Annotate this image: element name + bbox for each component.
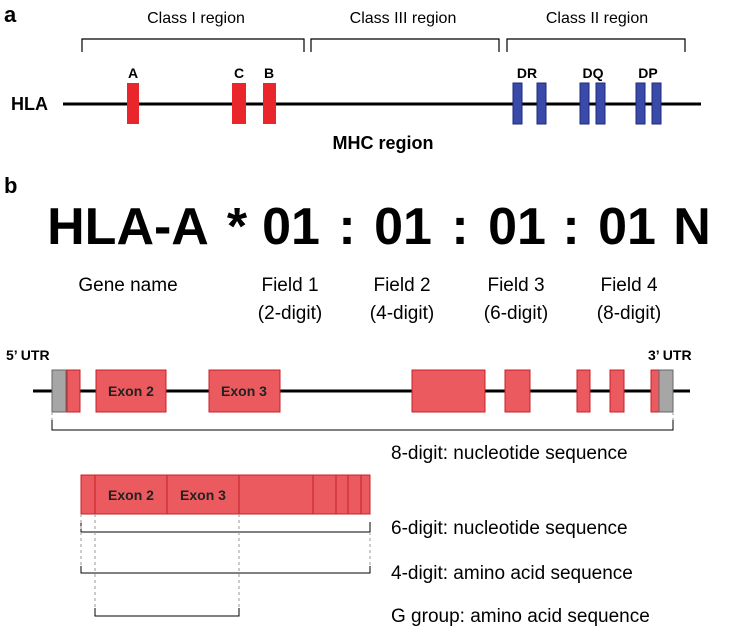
digit6-bracket	[80, 522, 371, 533]
cds-exon-2-label: Exon 2	[108, 487, 154, 503]
cds-bar	[80, 474, 371, 515]
exon-2-label: Exon 2	[108, 383, 154, 399]
field1-sub: (2-digit)	[258, 303, 322, 324]
digit4-bracket	[80, 566, 371, 574]
field4-title: Field 4	[600, 275, 657, 296]
nomenclature-colon-2: :	[451, 198, 468, 256]
nomenclature-field4: 01	[598, 198, 656, 256]
exon-1	[66, 369, 81, 413]
nomenclature-field1: 01	[262, 198, 320, 256]
utr5-block	[51, 369, 67, 413]
gene-block-DQ-1	[579, 82, 590, 125]
nomenclature-field3: 01	[488, 198, 546, 256]
gene-label-A: A	[128, 65, 138, 81]
digit6-label: 6-digit: nucleotide sequence	[391, 518, 628, 539]
digit8-label: 8-digit: nucleotide sequence	[391, 443, 628, 464]
exon-8	[650, 369, 660, 413]
utr3-block	[658, 369, 674, 413]
exon-4	[411, 369, 486, 413]
gene-block-DP-2	[651, 82, 662, 125]
nomenclature-colon-1: :	[338, 198, 355, 256]
gene-block-DR-1	[512, 82, 523, 125]
field3-sub: (6-digit)	[484, 303, 548, 324]
exon-2-block	[95, 369, 167, 413]
digit4-label: 4-digit: amino acid sequence	[391, 563, 633, 584]
exon-3-block	[208, 369, 281, 413]
hla-row-label: HLA	[11, 94, 48, 114]
class1-region-label: Class I region	[147, 10, 245, 27]
ggroup-bracket	[94, 608, 240, 617]
gene-block-C	[232, 83, 246, 124]
field3-title: Field 3	[487, 275, 544, 296]
class1-bracket	[81, 38, 305, 52]
exon-7	[609, 369, 625, 413]
nomenclature-colon-3: :	[562, 198, 579, 256]
class2-region-label: Class II region	[546, 10, 648, 27]
exon-6	[576, 369, 591, 413]
gene-block-B	[263, 83, 276, 124]
gene-block-DR-2	[536, 82, 547, 125]
class3-bracket	[310, 38, 500, 52]
ggroup-label: G group: amino acid sequence	[391, 606, 650, 627]
cds-exon-3-label: Exon 3	[180, 487, 226, 503]
nomenclature-gene: HLA-A	[47, 198, 209, 256]
gene-label-DP: DP	[638, 65, 657, 81]
gene-block-DP-1	[635, 82, 646, 125]
nomenclature-suffix: N	[673, 198, 711, 256]
gene-label-B: B	[264, 65, 274, 81]
field2-title: Field 2	[373, 275, 430, 296]
exon-3-label: Exon 3	[221, 383, 267, 399]
gene-name-label: Gene name	[78, 275, 177, 296]
nomenclature-star: *	[227, 198, 248, 256]
nomenclature-field2: 01	[374, 198, 432, 256]
panel-b-label: b	[4, 173, 17, 198]
field2-sub: (4-digit)	[370, 303, 434, 324]
class3-region-label: Class III region	[350, 10, 457, 27]
utr5-label: 5’ UTR	[6, 347, 50, 363]
mhc-region-label: MHC region	[333, 133, 434, 153]
gene-label-DR: DR	[517, 65, 537, 81]
gene-block-A	[127, 83, 139, 124]
class2-bracket	[506, 38, 686, 52]
exon-5	[504, 369, 531, 413]
gene-block-DQ-2	[595, 82, 606, 125]
gene-label-C: C	[234, 65, 244, 81]
panel-a-label: a	[4, 2, 17, 27]
gene-label-DQ: DQ	[583, 65, 604, 81]
field4-sub: (8-digit)	[597, 303, 661, 324]
field1-title: Field 1	[261, 275, 318, 296]
utr3-label: 3’ UTR	[648, 347, 692, 363]
digit8-bracket	[51, 420, 674, 431]
